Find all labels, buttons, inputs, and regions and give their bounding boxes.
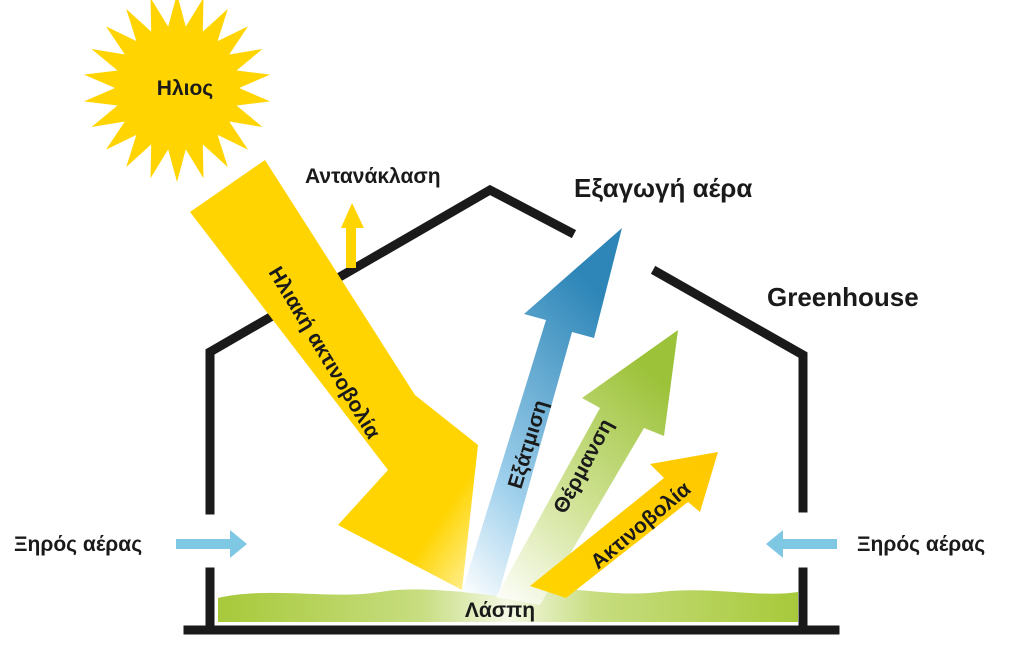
solar-radiation-arrow [190, 160, 478, 590]
sun-label: Ηλιος [157, 77, 214, 100]
sludge-label: Λάσπη [465, 599, 535, 622]
radiation-arrow [530, 452, 718, 598]
sun-icon [84, 0, 270, 182]
dry-air-right-label: Ξηρός αέρας [857, 533, 985, 556]
dry-air-left-label: Ξηρός αέρας [14, 533, 142, 556]
heating-arrow [496, 330, 678, 605]
evaporation-arrow [462, 228, 622, 596]
air-exhaust-label: Εξαγωγή αέρα [574, 173, 752, 203]
reflection-label: Αντανάκλαση [305, 165, 441, 188]
greenhouse-outline [183, 184, 840, 635]
dry-air-right-arrow [766, 530, 837, 558]
dry-air-left-arrow [176, 530, 247, 558]
greenhouse-label: Greenhouse [767, 282, 919, 312]
reflection-arrow [341, 203, 364, 268]
sludge-layer [218, 588, 798, 622]
